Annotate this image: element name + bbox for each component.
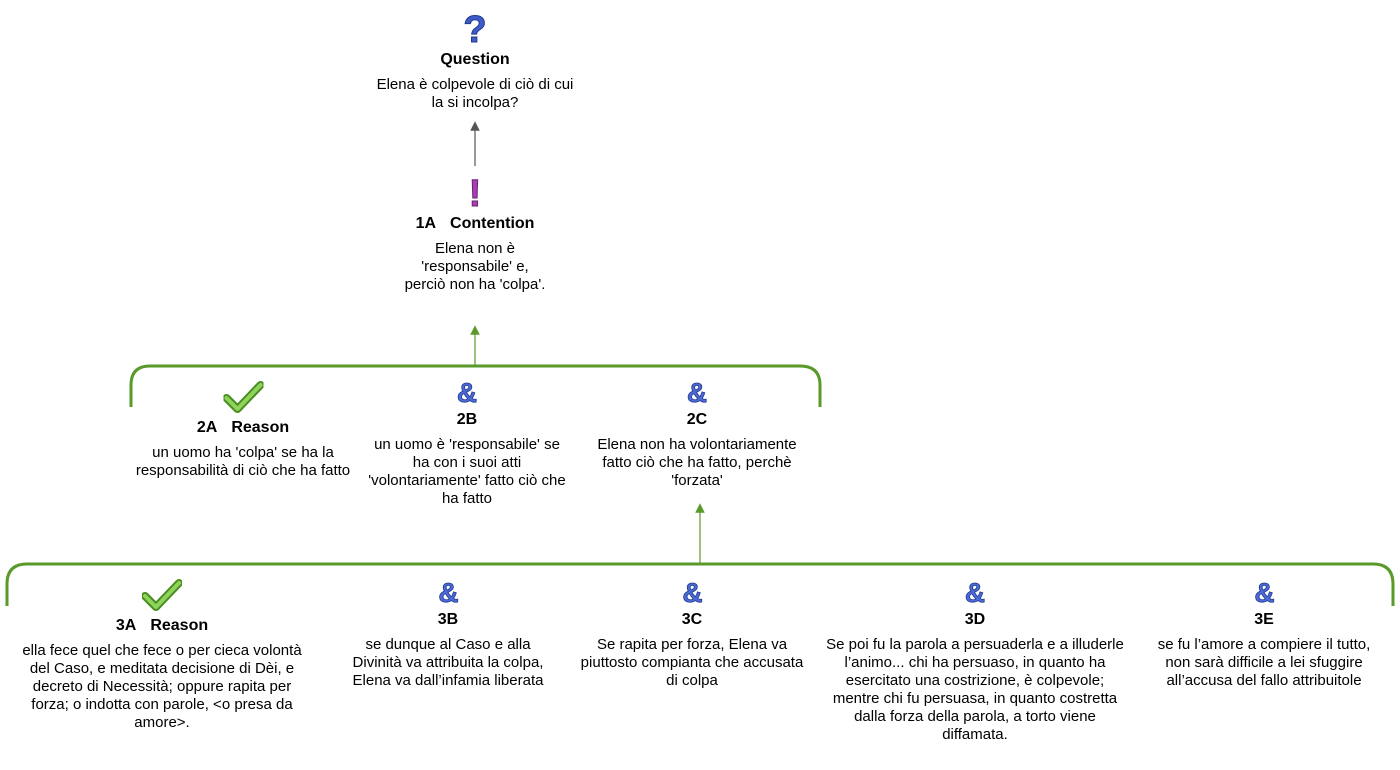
node-2c-text: Elena non ha volontariamente fatto ciò c…	[597, 436, 797, 489]
svg-text:?: ?	[463, 9, 486, 46]
node-3d-text: Se poi fu la parola a persuaderla e a il…	[826, 636, 1124, 743]
ampersand-icon: &	[456, 377, 477, 406]
svg-text:&: &	[687, 377, 707, 406]
exclamation-mark-icon: !	[468, 174, 482, 210]
svg-text:&: &	[682, 577, 702, 606]
svg-text:&: &	[438, 577, 458, 606]
co-premise-node-2b[interactable]: & 2B un uomo è 'responsabile' se ha con …	[367, 376, 567, 508]
bracket-level-2	[129, 364, 822, 407]
node-3e-text: se fu l’amore a compiere il tutto, non s…	[1157, 636, 1371, 689]
checkmark-icon	[223, 381, 263, 413]
bracket-level-3	[5, 562, 1395, 606]
co-premise-node-3e[interactable]: & 3E se fu l’amore a compiere il tutto, …	[1157, 576, 1372, 690]
co-premise-node-3d[interactable]: & 3D Se poi fu la parola a persuaderla e…	[825, 576, 1125, 744]
node-3b-title: 3B	[437, 611, 459, 628]
question-node[interactable]: ? Question Elena è colpevole di ciò di c…	[375, 8, 575, 112]
node-2b-text: un uomo è 'responsabile' se ha con i suo…	[368, 436, 566, 507]
node-3c-title: 3C	[681, 611, 703, 628]
question-text: Elena è colpevole di ciò di cui la si in…	[376, 76, 574, 111]
svg-text:&: &	[457, 377, 477, 406]
svg-text:!: !	[469, 174, 482, 210]
node-1a-text: Elena non è 'responsabile' e, perciò non…	[404, 240, 546, 293]
node-2b-title: 2B	[456, 411, 478, 428]
svg-text:&: &	[965, 577, 985, 606]
co-premise-node-3b[interactable]: & 3B se dunque al Caso e alla Divinità v…	[341, 576, 556, 690]
svg-text:&: &	[1254, 577, 1274, 606]
checkmark-icon	[142, 579, 182, 611]
ampersand-icon: &	[686, 377, 707, 406]
node-2c-title: 2C	[686, 411, 708, 428]
node-3e-title: 3E	[1254, 611, 1274, 628]
ampersand-icon: &	[681, 577, 702, 606]
question-mark-icon: ?	[463, 9, 487, 47]
question-title: Question	[440, 51, 510, 68]
ampersand-icon: &	[964, 577, 985, 606]
co-premise-node-2c[interactable]: & 2C Elena non ha volontariamente fatto …	[587, 376, 807, 490]
ampersand-icon: &	[437, 577, 458, 606]
ampersand-icon: &	[1253, 577, 1274, 606]
node-3b-text: se dunque al Caso e alla Divinità va att…	[352, 636, 544, 689]
node-3a-text: ella fece quel che fece o per cieca volo…	[22, 642, 302, 731]
node-3d-title: 3D	[964, 611, 986, 628]
node-2a-text: un uomo ha 'colpa' se ha la responsabili…	[135, 444, 351, 479]
co-premise-node-3c[interactable]: & 3C Se rapita per forza, Elena va piutt…	[580, 576, 805, 690]
node-3c-text: Se rapita per forza, Elena va piuttosto …	[580, 636, 804, 689]
